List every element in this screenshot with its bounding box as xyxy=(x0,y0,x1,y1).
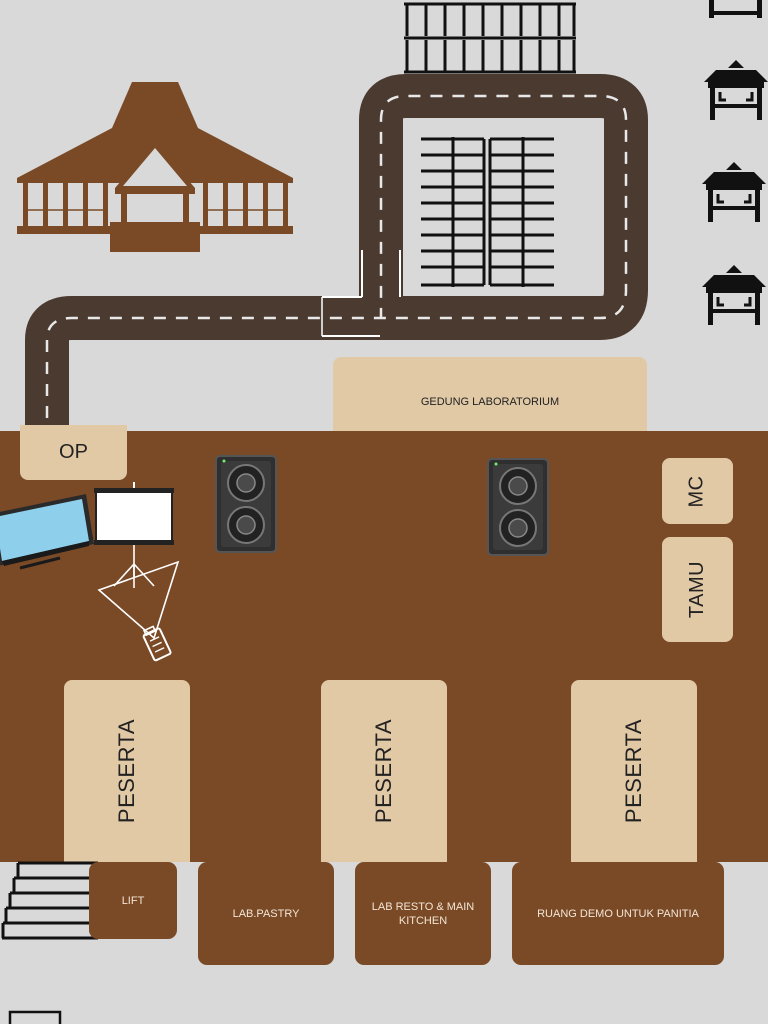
participant-label: PESERTA xyxy=(370,718,396,824)
lift-label: LIFT xyxy=(121,894,145,907)
parking-lot-icon xyxy=(404,2,576,74)
guest-area: TAMU xyxy=(662,537,733,642)
lift-room: LIFT xyxy=(89,862,177,939)
lab-resto-room: LAB RESTO & MAIN KITCHEN xyxy=(355,862,491,965)
building-outline xyxy=(8,1010,62,1024)
road-icon xyxy=(25,74,648,440)
projector-icon xyxy=(97,560,180,662)
participant-area-center: PESERTA xyxy=(321,680,447,862)
stairs-icon xyxy=(1,861,98,940)
lab-building-label: GEDUNG LABORATORIUM xyxy=(420,396,560,408)
parking-lot-icon xyxy=(421,137,554,287)
gazebo-icon xyxy=(704,60,768,120)
guest-label: TAMU xyxy=(686,560,708,619)
demo-room-label: RUANG DEMO UNTUK PANITIA xyxy=(537,907,699,920)
lab-pastry-room: LAB.PASTRY xyxy=(198,862,334,965)
mc-area: MC xyxy=(662,458,733,524)
mc-label: MC xyxy=(685,474,708,508)
operator-area: OP xyxy=(20,425,127,480)
projector-screen-icon xyxy=(94,482,174,588)
operator-label: OP xyxy=(59,441,88,463)
participant-label: PESERTA xyxy=(113,718,139,824)
lab-resto-label: LAB RESTO & MAIN KITCHEN xyxy=(371,900,475,927)
participant-area-left: PESERTA xyxy=(64,680,190,862)
demo-room: RUANG DEMO UNTUK PANITIA xyxy=(512,862,724,965)
gazebo-icon xyxy=(702,265,766,325)
gazebo-icon xyxy=(702,162,766,222)
participant-label: PESERTA xyxy=(620,718,646,824)
speaker-icon xyxy=(487,458,549,556)
laptop-icon xyxy=(0,494,94,570)
gazebo-icon xyxy=(709,0,762,18)
speaker-icon xyxy=(215,455,277,553)
joglo-pavilion-icon xyxy=(17,82,293,252)
participant-area-right: PESERTA xyxy=(571,680,697,862)
lab-pastry-label: LAB.PASTRY xyxy=(232,907,300,920)
